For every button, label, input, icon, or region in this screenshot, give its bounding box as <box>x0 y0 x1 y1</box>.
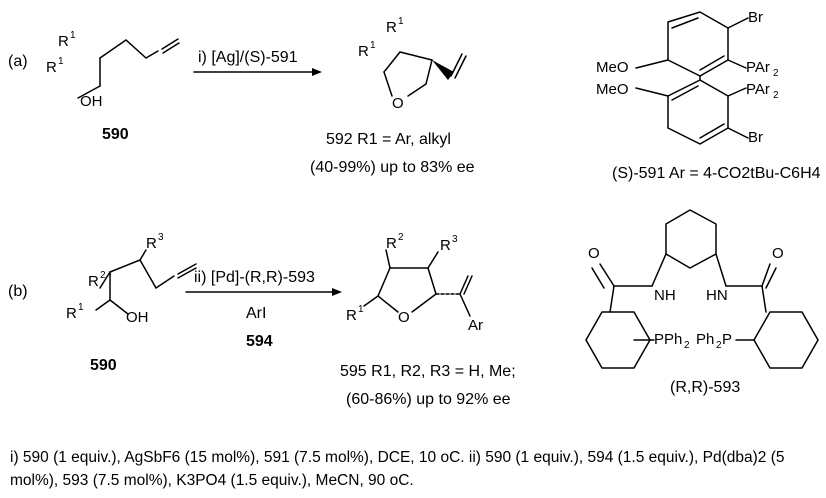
svg-text:PAr: PAr <box>746 81 770 98</box>
structure-591 <box>635 11 749 145</box>
ligand-593-label: (R,R)-593 <box>670 379 740 396</box>
product-595-line1: 595 R1, R2, R3 = H, Me; <box>340 363 516 380</box>
svg-text:O: O <box>392 95 404 112</box>
reagent-b-line2: ArI <box>246 305 266 322</box>
svg-text:PAr: PAr <box>746 59 770 76</box>
svg-text:R: R <box>440 237 451 254</box>
svg-text:1: 1 <box>398 16 404 27</box>
reaction-arrow-a <box>193 68 322 76</box>
scheme-b-label: (b) <box>8 283 28 300</box>
compound-590-b-label: 590 <box>90 357 117 374</box>
svg-text:O: O <box>398 309 410 326</box>
reaction-arrow-b <box>185 288 342 296</box>
svg-text:HN: HN <box>706 287 728 304</box>
reagent-a-label: i) [Ag]/(S)-591 <box>198 49 298 66</box>
product-592-line2: (40-99%) up to 83% ee <box>310 159 475 176</box>
product-595-line2: (60-86%) up to 92% ee <box>346 391 511 408</box>
svg-text:R: R <box>88 273 99 290</box>
svg-text:MeO: MeO <box>596 81 629 98</box>
compound-590-a-label: 590 <box>102 126 129 143</box>
structure-592 <box>383 51 467 97</box>
svg-text:R: R <box>66 305 77 322</box>
svg-text:1: 1 <box>358 304 364 315</box>
svg-text:1: 1 <box>58 56 64 67</box>
svg-text:R: R <box>146 235 157 252</box>
svg-text:R: R <box>46 59 57 76</box>
svg-text:Ph: Ph <box>696 331 714 348</box>
svg-text:1: 1 <box>70 30 76 41</box>
svg-text:Ar: Ar <box>468 317 483 334</box>
svg-text:Br: Br <box>748 129 763 146</box>
svg-text:1: 1 <box>78 302 84 313</box>
svg-text:3: 3 <box>452 234 458 245</box>
svg-text:2: 2 <box>716 340 722 351</box>
reagent-b-line1: ii) [Pd]-(R,R)-593 <box>194 269 315 286</box>
svg-text:PPh: PPh <box>654 331 682 348</box>
structure-593 <box>585 209 819 369</box>
structure-595 <box>363 249 473 317</box>
svg-text:P: P <box>722 331 732 348</box>
svg-text:O: O <box>772 245 784 262</box>
svg-text:1: 1 <box>370 40 376 51</box>
svg-text:2: 2 <box>773 90 779 101</box>
ligand-591-label: (S)-591 Ar = 4-CO2tBu-C6H4 <box>612 165 821 182</box>
svg-text:OH: OH <box>126 309 149 326</box>
svg-text:O: O <box>588 245 600 262</box>
svg-text:OH: OH <box>80 93 103 110</box>
reagent-b-line3: 594 <box>246 333 273 350</box>
svg-text:R: R <box>58 33 69 50</box>
svg-text:MeO: MeO <box>596 59 629 76</box>
svg-text:Br: Br <box>748 9 763 26</box>
reaction-conditions: i) 590 (1 equiv.), AgSbF6 (15 mol%), 591… <box>10 449 785 489</box>
svg-text:2: 2 <box>398 232 404 243</box>
svg-text:NH: NH <box>654 287 676 304</box>
product-592-line1: 592 R1 = Ar, alkyl <box>326 131 451 148</box>
svg-text:R: R <box>346 307 357 324</box>
scheme-a-label: (a) <box>8 53 28 70</box>
svg-text:R: R <box>386 19 397 36</box>
svg-text:2: 2 <box>773 68 779 79</box>
svg-text:3: 3 <box>158 232 164 243</box>
svg-text:2: 2 <box>100 270 106 281</box>
svg-text:R: R <box>358 43 369 60</box>
structure-590-b <box>95 249 197 315</box>
svg-text:R: R <box>386 235 397 252</box>
structure-590-a <box>77 38 180 99</box>
svg-text:2: 2 <box>684 340 690 351</box>
